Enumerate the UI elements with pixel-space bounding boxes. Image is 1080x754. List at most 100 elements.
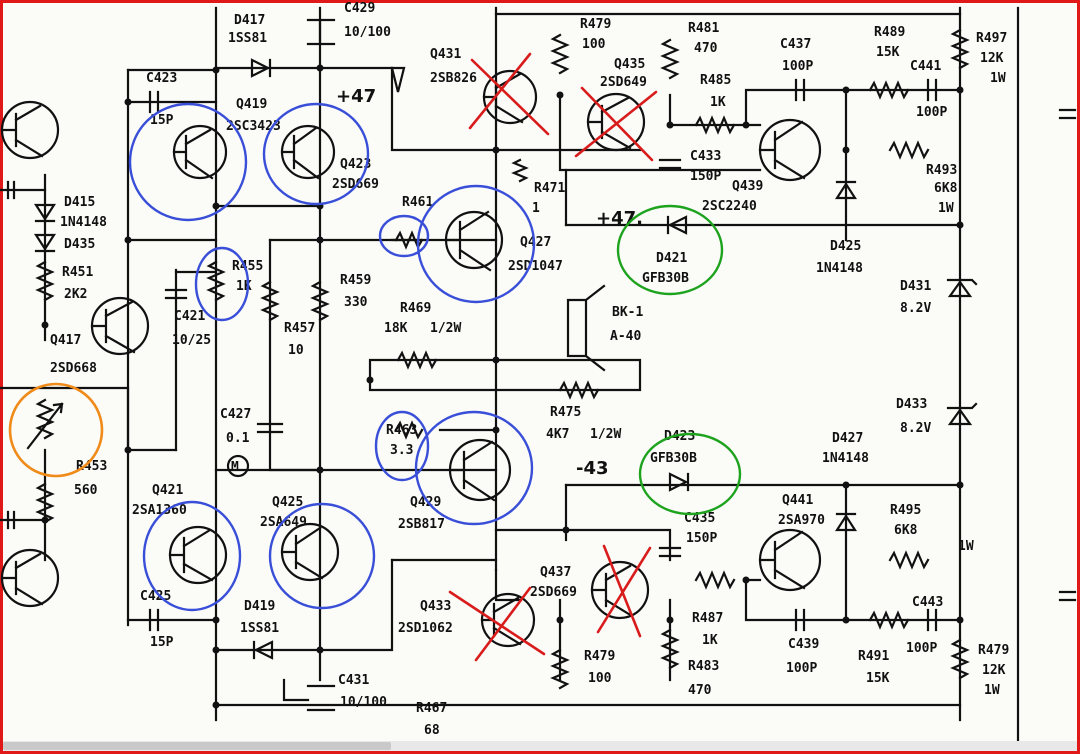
label-d427: D427 [832, 431, 863, 446]
label-bk1: BK-1 [612, 305, 643, 320]
transistors [0, 69, 822, 648]
label-r493-w: 1W [938, 201, 954, 216]
label-q425: Q425 [272, 495, 303, 510]
label-q433: Q433 [420, 599, 451, 614]
transistor-left-top-symbol [0, 100, 60, 160]
diode-d435-symbol [33, 233, 57, 253]
transistor-q427-symbol [444, 210, 504, 272]
transistor-q441-symbol [758, 528, 822, 592]
label-r495: R495 [890, 503, 921, 518]
label-r495-val: 6K8 [894, 523, 918, 538]
blue-circle-q421 [142, 500, 242, 612]
handwritten-bottom-voltage: -43 [576, 458, 609, 479]
label-q437: Q437 [540, 565, 571, 580]
blue-circle-q427 [416, 184, 536, 304]
diode-d415-symbol [33, 203, 57, 223]
junction-dots [41, 64, 964, 709]
label-d435: D435 [64, 237, 95, 252]
diode-d425-symbol [834, 180, 858, 200]
label-r457: R457 [284, 321, 315, 336]
blue-circle-r455 [194, 246, 250, 322]
label-r469-val: 18K [384, 321, 408, 336]
label-r469-w: 1/2W [430, 321, 461, 336]
capacitor-left-symbol [6, 180, 16, 530]
transistor-q421-symbol [168, 525, 228, 585]
resistor-r491-symbol [868, 610, 910, 630]
red-cross-annotations [448, 52, 658, 662]
label-d421: D421 [656, 251, 687, 266]
label-bk1-val: A-40 [610, 329, 641, 344]
diode-d423-symbol [668, 472, 690, 492]
label-r479-bottom-w: 1W [984, 683, 1000, 698]
label-r489: R489 [874, 25, 905, 40]
label-d415-type: 1N4148 [60, 215, 107, 230]
label-q435-type: 2SD649 [600, 75, 647, 90]
label-r453-val: 560 [74, 483, 98, 498]
label-r487: R487 [692, 611, 723, 626]
resistor-r483-symbol [660, 628, 680, 670]
label-q429-type: 2SB817 [398, 517, 445, 532]
resistor-r493-symbol [888, 140, 930, 160]
label-c439: C439 [788, 637, 819, 652]
capacitor-c443-symbol [926, 608, 938, 632]
label-r489-val: 15K [876, 45, 900, 60]
label-q417: Q417 [50, 333, 81, 348]
label-c431-val: 10/100 [340, 695, 387, 710]
label-q417-type: 2SD668 [50, 361, 97, 376]
label-q439: Q439 [732, 179, 763, 194]
label-r479-bottom-val: 12K [982, 663, 1006, 678]
blue-circle-q429 [414, 410, 534, 526]
green-circle-d423 [638, 432, 742, 516]
capacitor-c441-symbol [926, 78, 938, 102]
label-c441-val: 100P [916, 105, 947, 120]
label-r483-val: 470 [688, 683, 712, 698]
transistor-q433-symbol [480, 592, 536, 648]
label-r471-val: 1 [532, 201, 540, 216]
resistor-r471-symbol [511, 158, 529, 183]
resistor-r495-symbol [888, 550, 930, 570]
label-r481-val: 470 [694, 41, 718, 56]
capacitor-c423-symbol [148, 90, 160, 114]
label-r451: R451 [62, 265, 93, 280]
resistor-r481-symbol [660, 38, 680, 80]
label-c431: C431 [338, 673, 369, 688]
resistor-r459-symbol [310, 280, 330, 322]
red-cross-q433 [448, 586, 546, 662]
label-r479-mid-val: 100 [588, 671, 612, 686]
label-r463-val: 3.3 [390, 443, 413, 458]
orange-circle-potentiometer [8, 382, 104, 478]
diodes [33, 58, 978, 660]
label-r483: R483 [688, 659, 719, 674]
label-q421: Q421 [152, 483, 183, 498]
zener-d431-symbol [946, 278, 978, 298]
label-r457-val: 10 [288, 343, 304, 358]
label-r453: R453 [76, 459, 107, 474]
label-q423-type: 2SD669 [332, 177, 379, 192]
resistor-r485-symbol [694, 115, 736, 135]
scrollbar-thumb[interactable] [3, 742, 391, 750]
label-r479-val: 100 [582, 37, 606, 52]
blue-circle-q419 [128, 102, 248, 222]
label-r491-val: 15K [866, 671, 890, 686]
horizontal-scrollbar[interactable] [3, 741, 1077, 751]
meter-label: M [231, 460, 239, 475]
label-r485-val: 1K [710, 95, 726, 110]
relay-bk1-symbol [566, 284, 606, 372]
label-r493: R493 [926, 163, 957, 178]
label-r497-val: 12K [980, 51, 1004, 66]
handwritten-mid-voltage: +47. [596, 208, 643, 229]
resistor-r451-symbol [35, 260, 55, 302]
red-cross-q435 [574, 86, 658, 162]
label-r475-w: 1/2W [590, 427, 621, 442]
transistor-q429-symbol [448, 438, 512, 502]
label-r497: R497 [976, 31, 1007, 46]
resistor-r455-symbol [206, 260, 226, 302]
transistor-q439-symbol [758, 118, 822, 182]
capacitors [6, 18, 1077, 712]
label-r463: R463 [386, 423, 417, 438]
potentiometer-symbol [26, 398, 64, 450]
transistor-q435-symbol [586, 92, 646, 152]
label-r451-val: 2K2 [64, 287, 87, 302]
diode-d427-symbol [834, 512, 858, 532]
